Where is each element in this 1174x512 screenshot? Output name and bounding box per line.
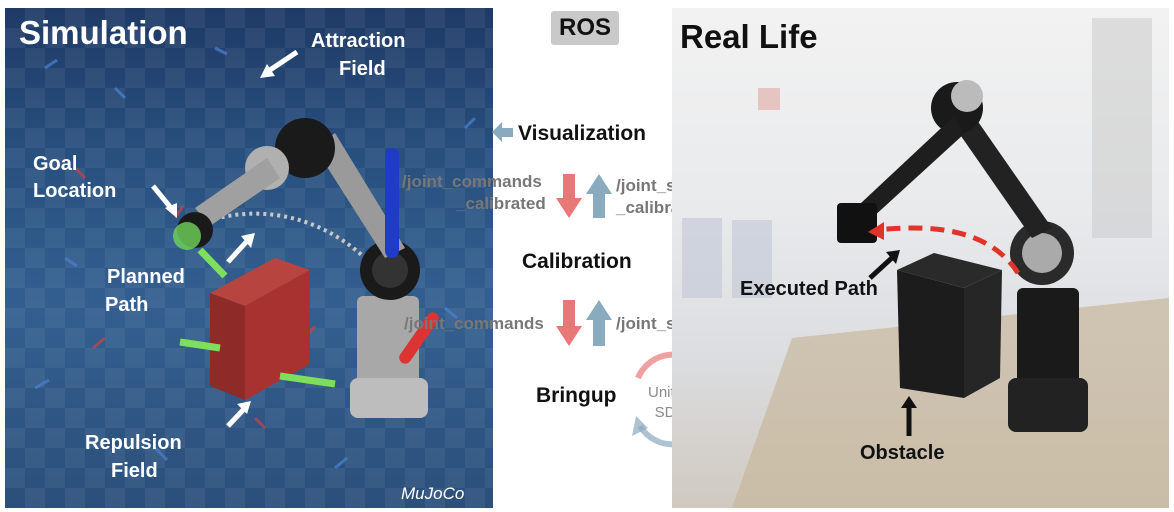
- visualization-label: Visualization: [518, 122, 646, 145]
- real-robot-arm: [837, 80, 1088, 432]
- mujoco-watermark: MuJoCo: [401, 484, 465, 503]
- real-life-panel: Real Life Executed Path Obstacle: [672, 8, 1169, 508]
- joint-commands-calibrated-line2: _calibrated: [456, 194, 546, 213]
- sign: [758, 88, 780, 110]
- real-life-scene: [682, 18, 1169, 508]
- goal-label-line1: Goal: [33, 153, 78, 175]
- ros-badge: ROS: [551, 11, 619, 45]
- real-life-title: Real Life: [680, 18, 818, 55]
- calibrated-state-arrow: [586, 174, 612, 218]
- wall-panel: [1092, 18, 1152, 238]
- attraction-pointer: [265, 49, 299, 75]
- calibration-label: Calibration: [522, 250, 632, 273]
- goal-pointer: [151, 184, 173, 210]
- bin: [732, 220, 772, 298]
- repulsion-label-line2: Field: [111, 460, 158, 482]
- bin: [682, 218, 722, 298]
- calibrated-command-arrow: [556, 174, 582, 218]
- repulsion-vector: [197, 247, 228, 279]
- obstacle-label: Obstacle: [860, 442, 945, 464]
- planned-path-label-line1: Planned: [107, 266, 185, 288]
- real-obstacle-box: [897, 253, 1002, 398]
- repulsion-pointer: [226, 406, 247, 428]
- simulated-robot-arm: [173, 118, 439, 418]
- command-arrow: [556, 300, 582, 346]
- simulation-scene: [34, 46, 477, 470]
- simulation-panel: Simulation Attraction Field Goal Locatio…: [5, 8, 493, 508]
- bringup-label: Bringup: [536, 384, 617, 407]
- executed-path-dash: [876, 225, 1021, 275]
- repulsion-label-line1: Repulsion: [85, 432, 182, 454]
- planned-path-label-line2: Path: [105, 294, 149, 316]
- executed-path-label: Executed Path: [740, 278, 878, 300]
- executed-path-arrowhead: [868, 222, 884, 240]
- state-arrow: [586, 300, 612, 346]
- simulation-title: Simulation: [19, 14, 188, 51]
- repulsion-vector: [179, 338, 221, 352]
- visualization-arrow: [492, 122, 513, 142]
- planned-path-pointer: [226, 238, 250, 264]
- attraction-label-line2: Field: [339, 58, 386, 80]
- joint-commands-calibrated-line1: /joint_commands: [402, 172, 542, 191]
- repulsion-obstacle-box: [210, 258, 310, 400]
- executed-path-pointer: [868, 254, 896, 280]
- joint-commands-label: /joint_commands: [404, 314, 544, 333]
- repulsion-vector: [279, 372, 336, 388]
- goal-label-line2: Location: [33, 180, 117, 202]
- attraction-label-line1: Attraction: [311, 30, 406, 52]
